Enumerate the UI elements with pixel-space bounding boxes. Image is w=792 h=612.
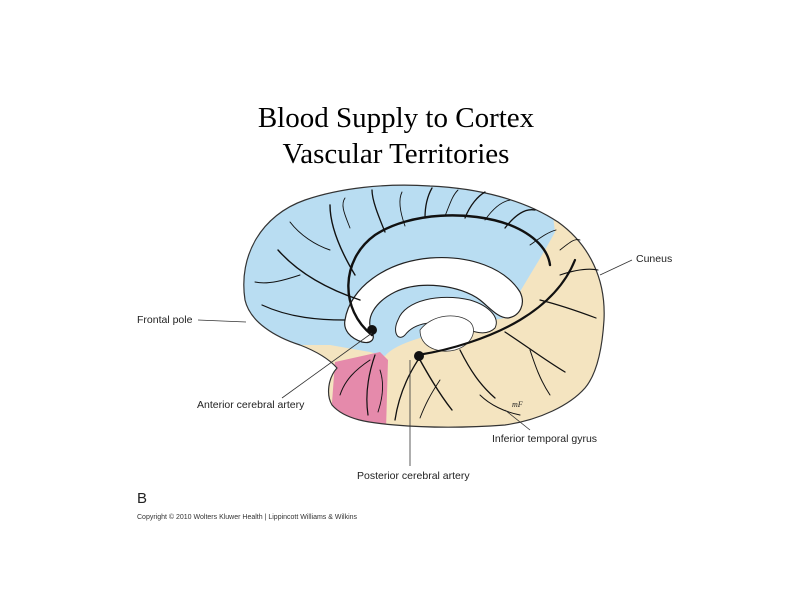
label-small-mark: mF [512,400,523,409]
label-posterior-cerebral-artery: Posterior cerebral artery [357,470,470,482]
slide-title: Blood Supply to Cortex Vascular Territor… [0,100,792,172]
label-anterior-cerebral-artery: Anterior cerebral artery [197,399,305,411]
panel-letter: B [137,490,148,507]
anterior-cerebral-artery-branches [254,187,557,337]
middle-cerebral-territory [330,352,388,428]
leader-cuneus [599,259,633,276]
thalamus [419,315,474,352]
corpus-callosum [344,256,523,344]
leader-frontal-pole [197,319,247,323]
leader-anterior-cerebral-artery [281,332,373,399]
posterior-cerebral-artery-branches [394,239,599,421]
brain-outline [243,184,605,428]
anterior-artery-stem [367,325,377,335]
label-cuneus: Cuneus [636,253,672,265]
label-inferior-temporal-gyrus: Inferior temporal gyrus [492,433,597,445]
middle-cerebral-artery-branches [339,354,384,416]
title-line-2: Vascular Territories [282,138,510,170]
leader-lines [197,259,633,466]
title-line-1: Blood Supply to Cortex [257,102,535,134]
leader-inferior-temporal-gyrus [504,409,531,431]
copyright-notice: Copyright © 2010 Wolters Kluwer Health |… [137,514,358,521]
posterior-artery-stem [414,351,424,361]
label-frontal-pole: Frontal pole [137,314,193,326]
